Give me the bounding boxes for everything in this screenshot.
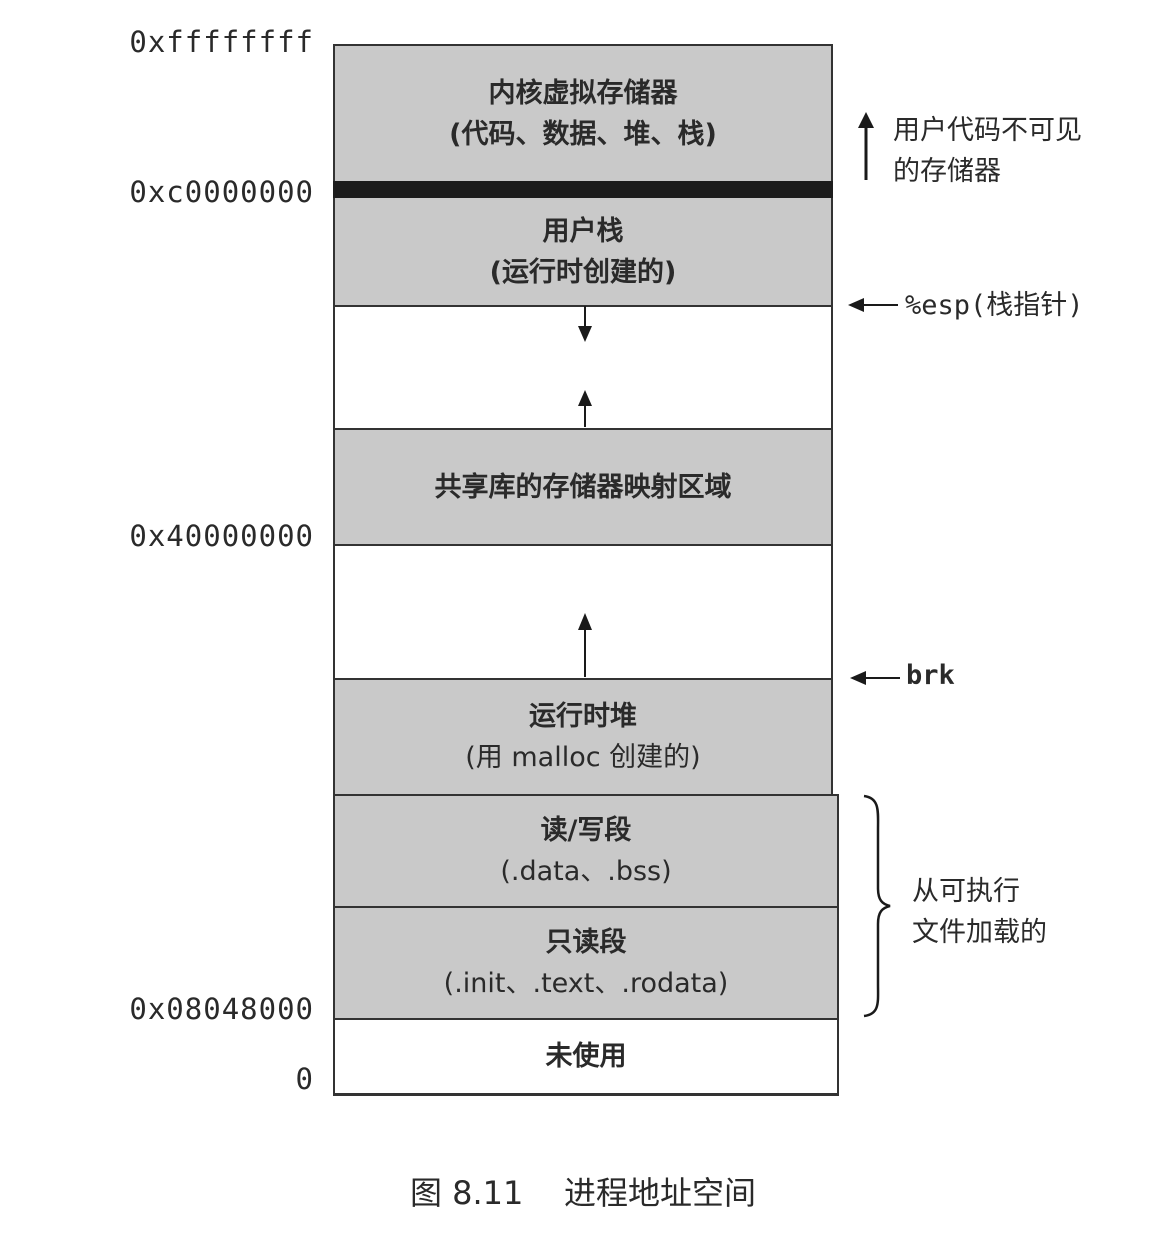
region-stack-gap: [333, 305, 833, 428]
region-heap: 运行时堆 (用 malloc 创建的): [333, 678, 833, 794]
region-kernel: 内核虚拟存储器 (代码、数据、堆、栈): [333, 44, 833, 181]
region-rw-segment: 读/写段 (.data、.bss): [333, 794, 839, 906]
kernel-note-line1: 用户代码不可见: [893, 115, 1082, 146]
address-zero: 0: [295, 1062, 314, 1096]
brk-pointer-label: brk: [906, 660, 955, 691]
region-shared-libs: 共享库的存储器映射区域: [333, 428, 833, 544]
region-heap-subtitle: (用 malloc 创建的): [465, 742, 701, 773]
loaded-note-line2: 文件加载的: [912, 917, 1047, 948]
brk-pointer-arrow-icon: [850, 671, 900, 685]
address-shared-lib-base: 0x40000000: [129, 519, 314, 553]
figure-caption: 图 8.11 进程地址空间: [409, 1174, 757, 1212]
loaded-segments-brace-icon: [863, 794, 891, 1018]
esp-pointer-label: %esp(栈指针): [905, 290, 1084, 321]
region-rw-segment-title: 读/写段: [540, 815, 632, 846]
loaded-note-line1: 从可执行: [912, 876, 1020, 907]
address-kernel-base: 0xc0000000: [129, 175, 314, 209]
region-ro-segment-subtitle: (.init、.text、.rodata): [443, 968, 729, 999]
region-kernel-subtitle: (代码、数据、堆、栈): [449, 118, 717, 150]
region-ro-segment-title: 只读段: [545, 927, 627, 958]
kernel-boundary-bar: [333, 181, 833, 198]
kernel-note-line2: 的存储器: [893, 156, 1001, 187]
region-rw-segment-subtitle: (.data、.bss): [500, 856, 672, 887]
region-kernel-title: 内核虚拟存储器: [488, 77, 678, 109]
region-shared-libs-title: 共享库的存储器映射区域: [434, 471, 732, 503]
region-user-stack: 用户栈 (运行时创建的): [333, 198, 833, 305]
region-unused-title: 未使用: [545, 1041, 627, 1072]
region-heap-gap: [333, 544, 833, 678]
address-program-base: 0x08048000: [129, 992, 314, 1026]
kernel-up-arrow-icon: [858, 112, 874, 180]
region-user-stack-title: 用户栈: [542, 215, 624, 247]
address-top: 0xffffffff: [129, 25, 314, 59]
region-ro-segment: 只读段 (.init、.text、.rodata): [333, 906, 839, 1018]
region-user-stack-subtitle: (运行时创建的): [489, 256, 677, 288]
region-heap-title: 运行时堆: [529, 701, 637, 732]
esp-pointer-arrow-icon: [848, 298, 898, 312]
address-space-bottom-border: [333, 1093, 839, 1096]
region-unused: 未使用: [333, 1018, 839, 1093]
